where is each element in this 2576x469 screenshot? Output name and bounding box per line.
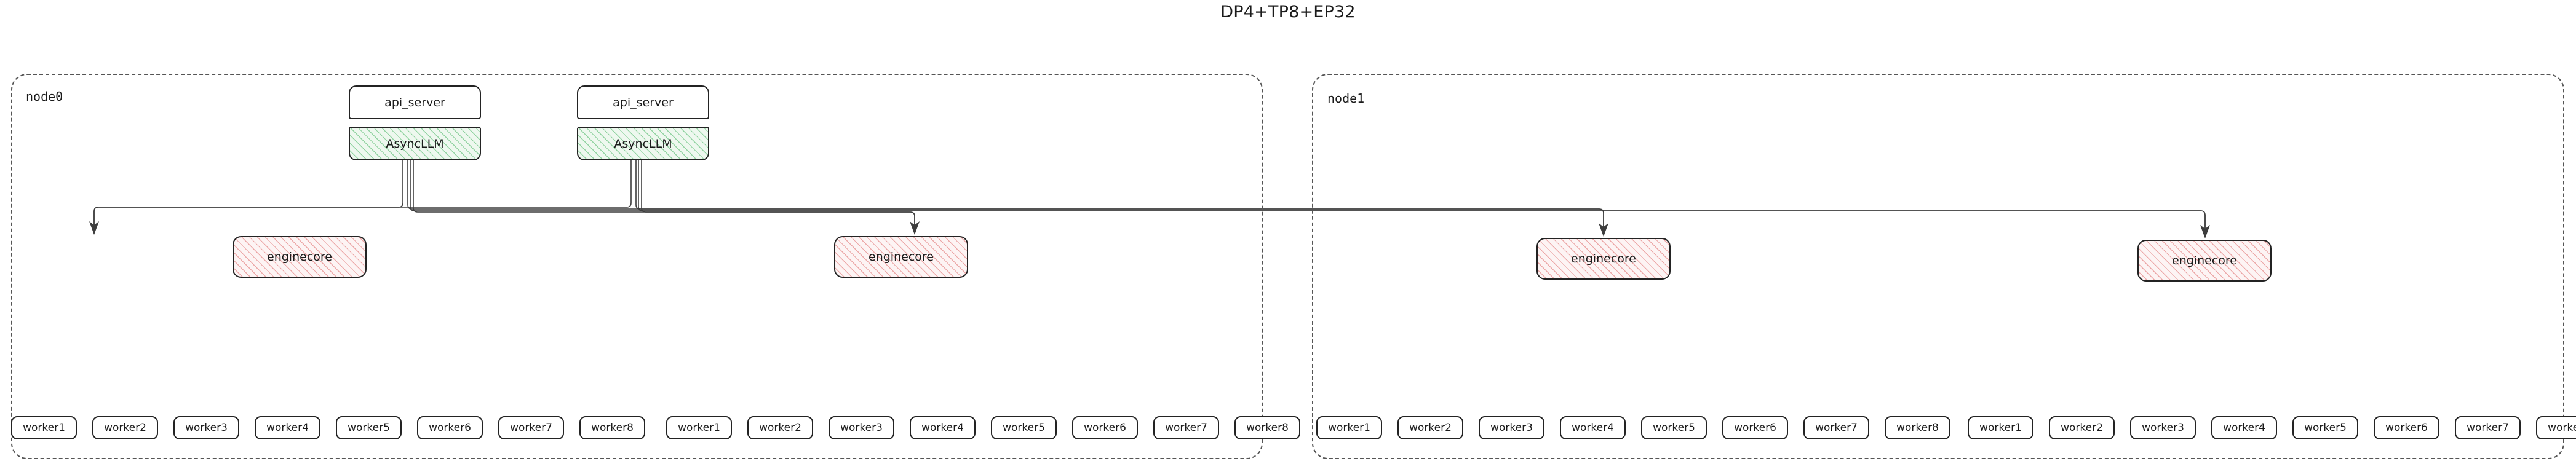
enginecore-box-1[interactable]: enginecore [834, 236, 968, 278]
worker-box-g0-7[interactable]: worker8 [579, 416, 645, 439]
node-label-node1: node1 [1327, 91, 1365, 106]
worker-box-g3-3[interactable]: worker4 [2211, 416, 2277, 439]
worker-box-g3-7[interactable]: worker8 [2536, 416, 2576, 439]
enginecore-box-2[interactable]: enginecore [1536, 238, 1671, 280]
worker-box-g0-2[interactable]: worker3 [173, 416, 239, 439]
worker-box-g2-1[interactable]: worker2 [1397, 416, 1463, 439]
worker-box-g0-5[interactable]: worker6 [417, 416, 483, 439]
worker-box-g1-6[interactable]: worker7 [1153, 416, 1219, 439]
worker-box-g1-5[interactable]: worker6 [1072, 416, 1138, 439]
worker-box-g0-4[interactable]: worker5 [336, 416, 402, 439]
api-server-box-1[interactable]: api_server [577, 85, 709, 119]
worker-box-g2-3[interactable]: worker4 [1560, 416, 1626, 439]
worker-box-g1-7[interactable]: worker8 [1234, 416, 1300, 439]
node-label-node0: node0 [26, 89, 63, 104]
worker-box-g3-0[interactable]: worker1 [1968, 416, 2033, 439]
worker-box-g2-0[interactable]: worker1 [1316, 416, 1382, 439]
node-panel-node1 [1312, 74, 2564, 459]
api-server-box-0[interactable]: api_server [349, 85, 481, 119]
asyncllm-box-0[interactable]: AsyncLLM [349, 127, 481, 160]
worker-box-g1-0[interactable]: worker1 [666, 416, 732, 439]
worker-box-g2-2[interactable]: worker3 [1479, 416, 1544, 439]
worker-box-g3-1[interactable]: worker2 [2049, 416, 2115, 439]
worker-box-g1-3[interactable]: worker4 [910, 416, 976, 439]
asyncllm-box-1[interactable]: AsyncLLM [577, 127, 709, 160]
worker-box-g3-6[interactable]: worker7 [2455, 416, 2521, 439]
worker-box-g0-1[interactable]: worker2 [92, 416, 158, 439]
worker-box-g1-4[interactable]: worker5 [991, 416, 1057, 439]
worker-box-g0-6[interactable]: worker7 [498, 416, 564, 439]
worker-box-g2-5[interactable]: worker6 [1722, 416, 1788, 439]
worker-box-g2-7[interactable]: worker8 [1885, 416, 1950, 439]
enginecore-box-3[interactable]: enginecore [2137, 240, 2272, 282]
node-panel-node0 [11, 74, 1263, 459]
worker-box-g2-6[interactable]: worker7 [1803, 416, 1869, 439]
worker-box-g1-1[interactable]: worker2 [747, 416, 813, 439]
worker-box-g3-5[interactable]: worker6 [2374, 416, 2439, 439]
worker-box-g3-2[interactable]: worker3 [2130, 416, 2196, 439]
enginecore-box-0[interactable]: enginecore [233, 236, 367, 278]
worker-box-g3-4[interactable]: worker5 [2292, 416, 2358, 439]
worker-box-g0-3[interactable]: worker4 [255, 416, 320, 439]
page-title: DP4+TP8+EP32 [1220, 2, 1356, 22]
worker-box-g0-0[interactable]: worker1 [11, 416, 77, 439]
worker-box-g1-2[interactable]: worker3 [829, 416, 894, 439]
worker-box-g2-4[interactable]: worker5 [1641, 416, 1707, 439]
